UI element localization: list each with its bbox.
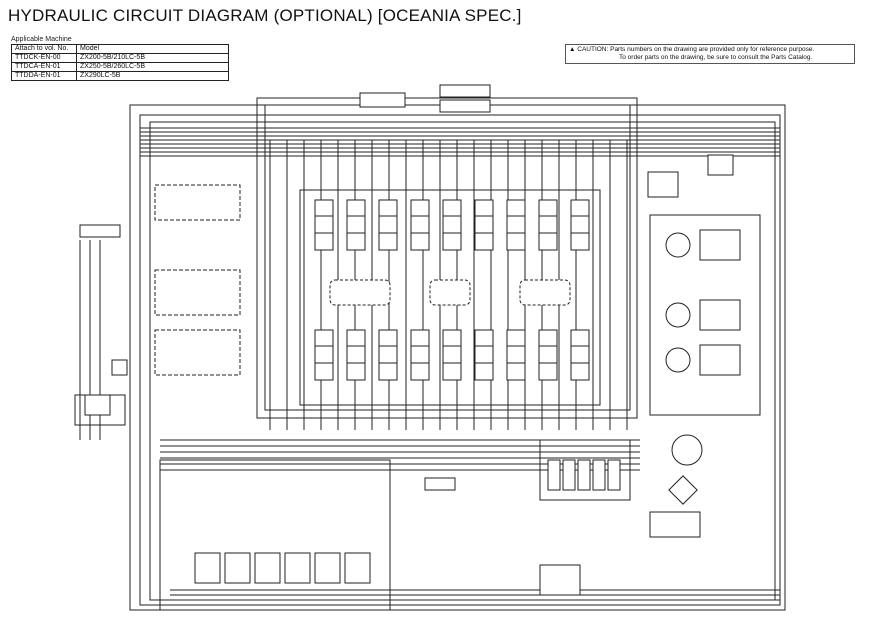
hydraulic-line	[649, 214, 761, 416]
engine-motor-symbol	[671, 434, 703, 466]
control-valve-spool	[442, 329, 462, 381]
control-valve-spool	[378, 199, 398, 251]
control-valve-spool	[346, 329, 366, 381]
control-valve-spool	[410, 329, 430, 381]
cylinder-symbol	[439, 99, 491, 113]
hydraulic-line	[256, 97, 638, 419]
table-row: TTDDA-EN-01 ZX290LC-5B	[11, 71, 229, 81]
caution-line-2: To order parts on the drawing, be sure t…	[619, 54, 813, 61]
pilot-control-valve	[254, 552, 281, 584]
table-cell: ZX290LC-5B	[76, 71, 229, 81]
control-valve-spool	[314, 329, 334, 381]
warning-triangle-icon: ▲	[569, 46, 576, 53]
hydraulic-line	[159, 459, 391, 611]
hydraulic-line	[299, 189, 601, 406]
solenoid-valve	[577, 459, 591, 491]
pump-symbol	[665, 347, 691, 373]
caution-line-1: CAUTION: Parts numbers on the drawing ar…	[577, 46, 815, 53]
applicable-machine-table: Attach to vol. No. Model TTDCK-EN-00 ZX2…	[11, 44, 229, 81]
pilot-valve-block	[154, 269, 241, 316]
control-valve-spool	[570, 329, 590, 381]
control-valve-spool	[442, 199, 462, 251]
control-valve-spool	[474, 199, 494, 251]
regulator-block	[699, 229, 741, 261]
control-valve-spool	[410, 199, 430, 251]
valve-housing	[519, 279, 571, 306]
hydraulic-components	[79, 84, 741, 596]
solenoid-valve	[607, 459, 621, 491]
cylinder-symbol	[359, 92, 406, 108]
cylinder-symbol	[439, 84, 491, 98]
applicable-machine-label: Applicable Machine	[11, 36, 72, 43]
filter-symbol	[707, 154, 734, 176]
solenoid-valve	[592, 459, 606, 491]
pilot-control-valve	[194, 552, 221, 584]
pilot-control-valve	[314, 552, 341, 584]
control-valve-spool	[506, 329, 526, 381]
cylinder-symbol	[424, 477, 456, 491]
solenoid-valve-block	[649, 511, 701, 538]
pilot-valve-block	[154, 329, 241, 376]
control-valve-spool	[314, 199, 334, 251]
solenoid-valve	[562, 459, 576, 491]
filter-symbol	[668, 475, 698, 505]
pilot-valve-block	[154, 184, 241, 221]
control-valve-spool	[506, 199, 526, 251]
page-title: HYDRAULIC CIRCUIT DIAGRAM (OPTIONAL) [OC…	[8, 6, 522, 25]
valve-housing	[429, 279, 471, 306]
accumulator-symbol	[111, 359, 128, 376]
pilot-control-valve	[344, 552, 371, 584]
valve-housing	[329, 279, 391, 306]
caution-box: ▲ CAUTION: Parts numbers on the drawing …	[565, 44, 855, 64]
pump-symbol	[665, 232, 691, 258]
solenoid-valve	[547, 459, 561, 491]
cooler-symbol	[647, 171, 679, 198]
control-valve-spool	[474, 329, 494, 381]
control-valve-spool	[538, 199, 558, 251]
regulator-block	[699, 344, 741, 376]
control-valve-spool	[346, 199, 366, 251]
control-valve-spool	[538, 329, 558, 381]
shuttle-valve	[84, 394, 111, 416]
control-valve-spool	[570, 199, 590, 251]
cylinder-symbol	[79, 224, 121, 238]
regulator-block	[699, 299, 741, 331]
control-valve-spool	[378, 329, 398, 381]
solenoid-valve-block	[539, 564, 581, 596]
pilot-control-valve	[224, 552, 251, 584]
pilot-control-valve	[284, 552, 311, 584]
pump-symbol	[665, 302, 691, 328]
